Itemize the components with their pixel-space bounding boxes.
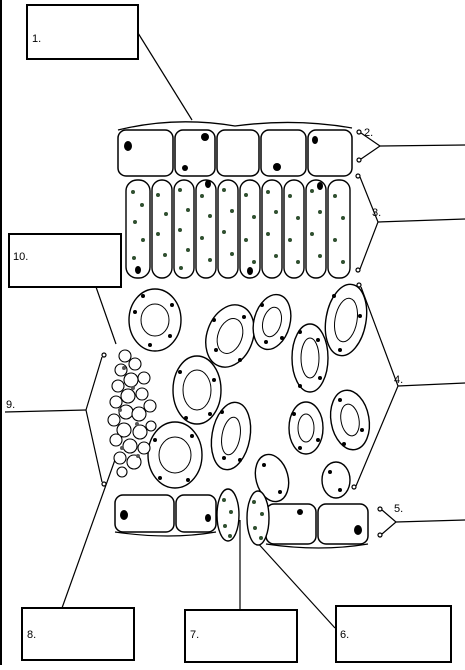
answer-box-6[interactable]: 6. (336, 606, 451, 662)
answer-box-10[interactable]: 10. (9, 234, 121, 287)
label-9: 9. (6, 399, 15, 411)
label-7: 7. (190, 629, 199, 641)
label-1: 1. (32, 33, 41, 45)
label-8: 8. (27, 629, 36, 641)
lower-epidermis (115, 495, 368, 544)
upper-epidermis (118, 130, 352, 176)
label-2: 2. (364, 127, 373, 139)
label-5: 5. (394, 503, 403, 515)
answer-box-8[interactable]: 8. (22, 608, 134, 660)
cuticle-line (118, 122, 352, 130)
answer-box-1[interactable]: 1. (27, 5, 138, 59)
label-10: 10. (13, 251, 28, 263)
answer-box-7[interactable]: 7. (185, 610, 297, 662)
label-6: 6. (340, 629, 349, 641)
